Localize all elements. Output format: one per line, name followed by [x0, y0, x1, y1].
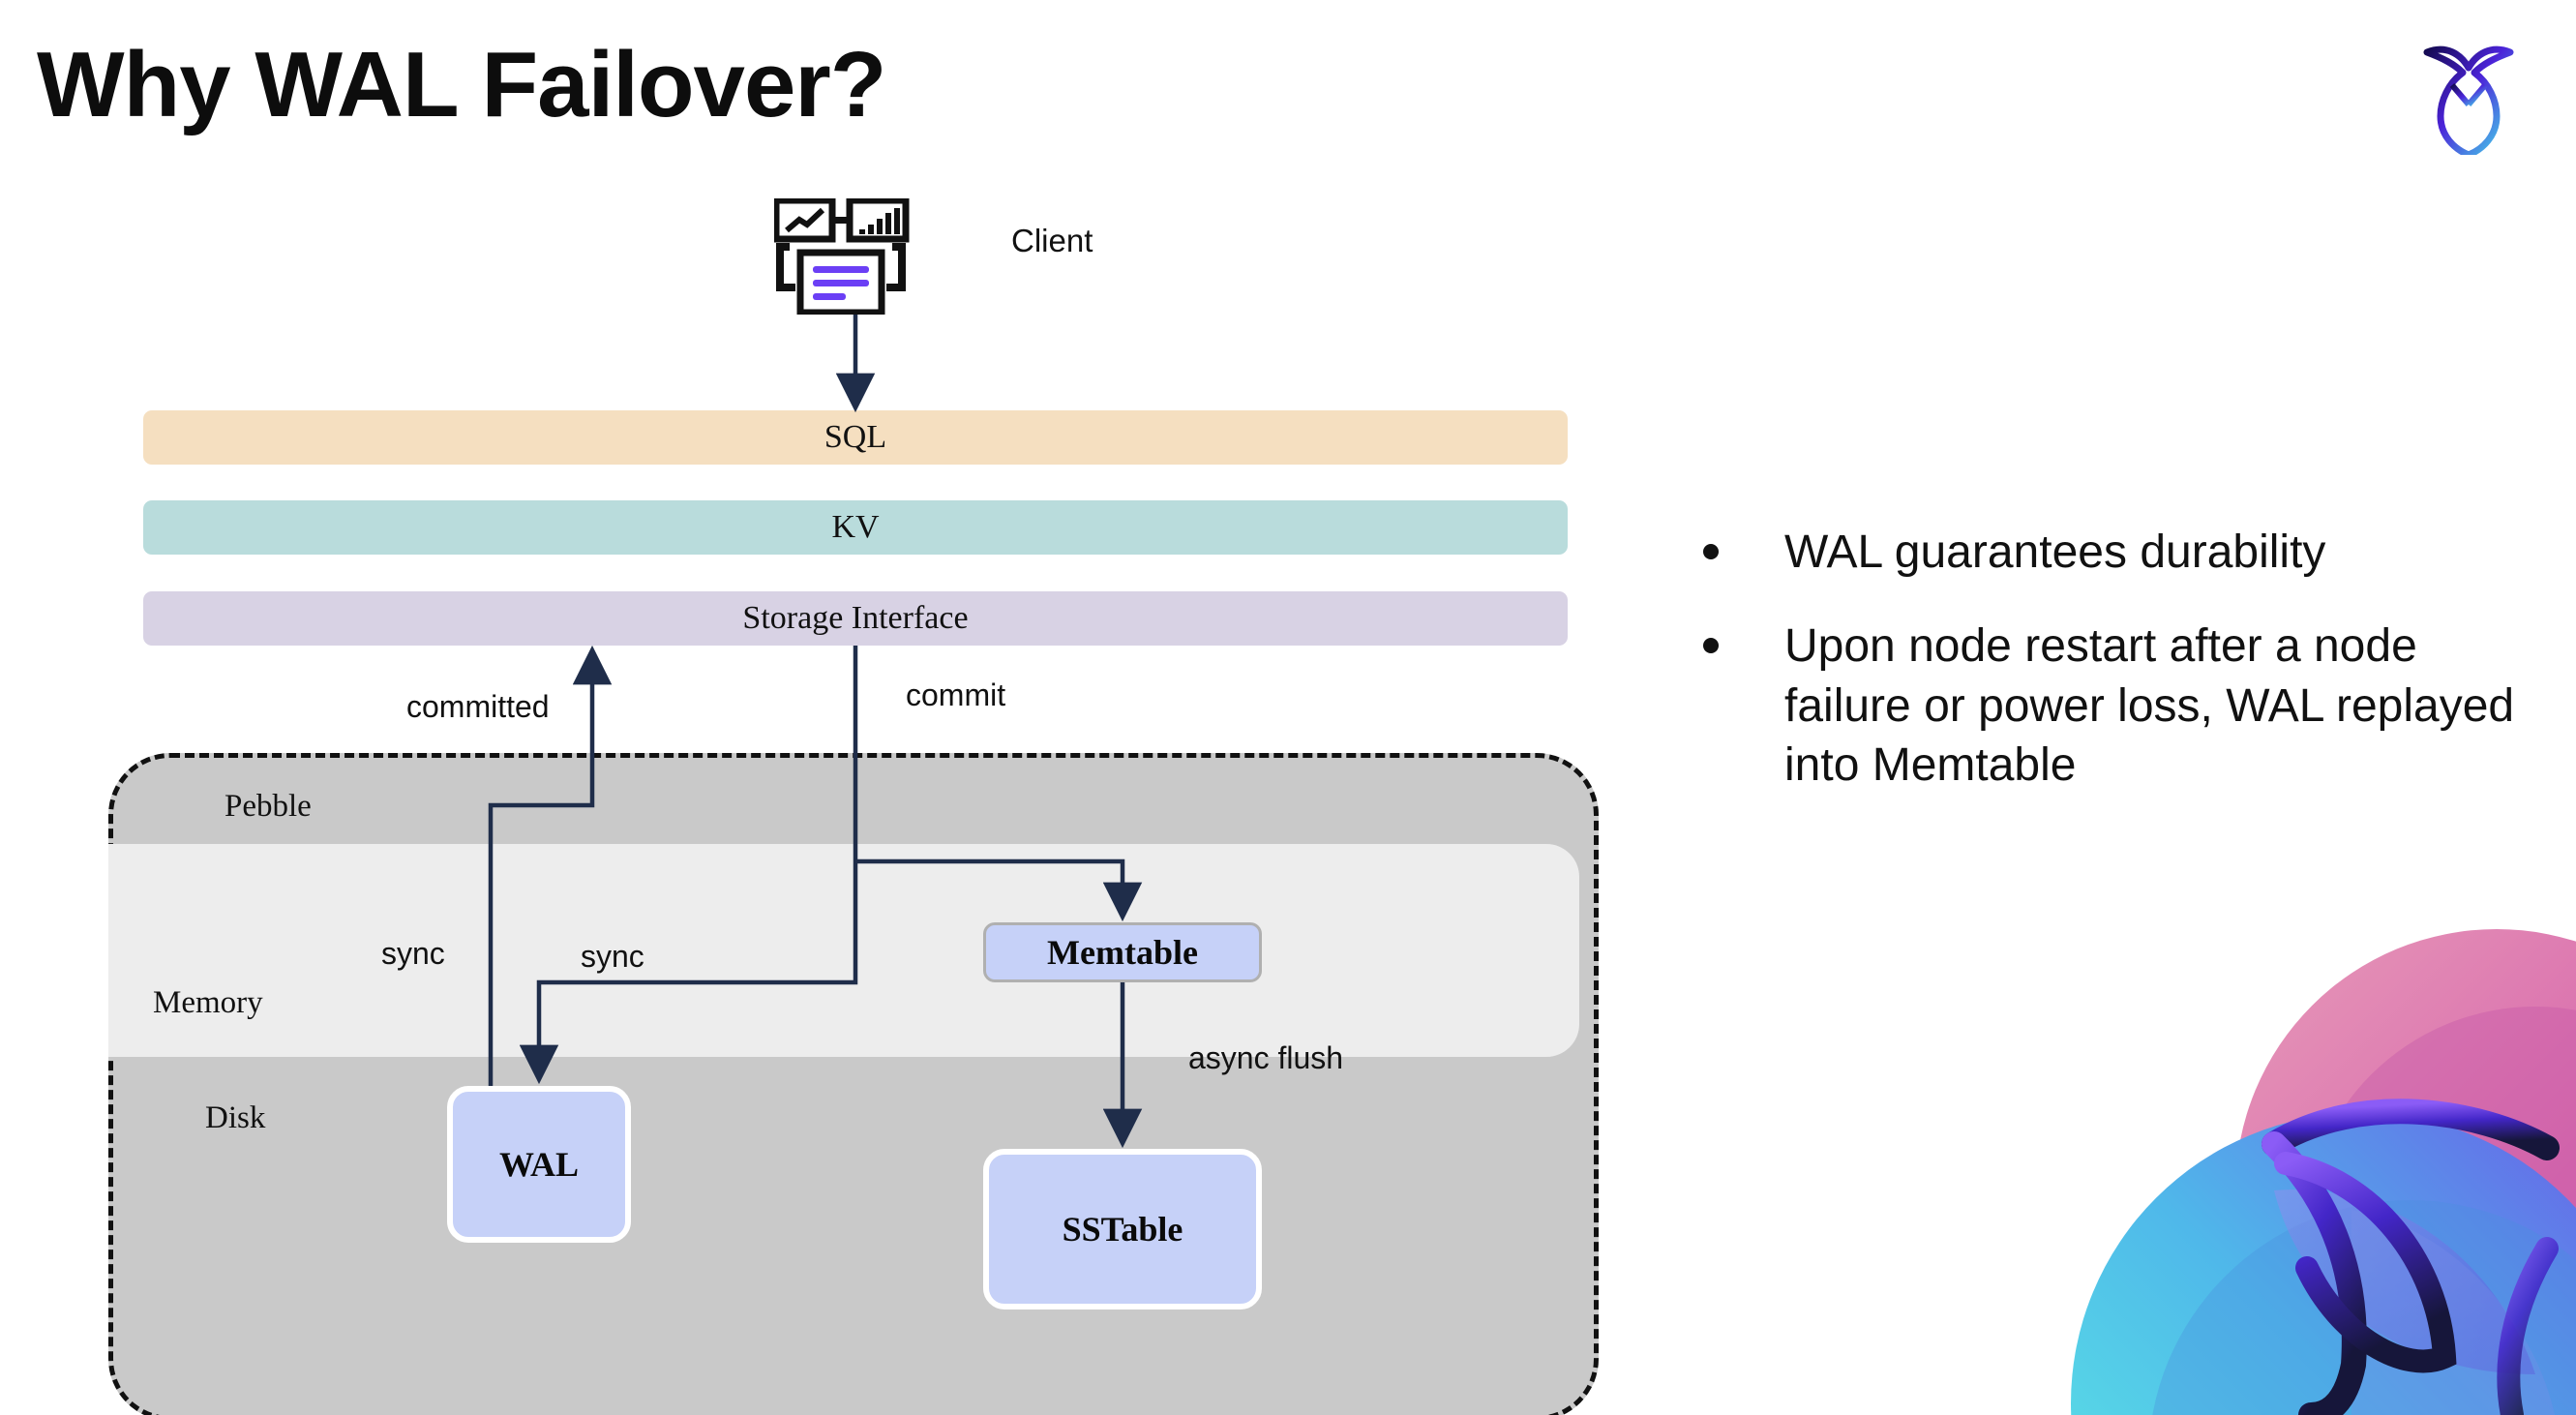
decorative-corner-graphic — [2071, 929, 2576, 1415]
layer-bar-storage-interface: Storage Interface — [143, 591, 1568, 646]
cockroachdb-logo-icon — [2423, 45, 2514, 155]
client-dashboard-icon — [774, 198, 910, 315]
bullet-list: WAL guarantees durability Upon node rest… — [1703, 523, 2516, 830]
layer-bar-kv: KV — [143, 500, 1568, 555]
pebble-label: Pebble — [225, 789, 312, 824]
layer-bar-storage-interface-label: Storage Interface — [742, 600, 969, 636]
edge-label-async-flush: async flush — [1188, 1040, 1344, 1075]
bullet-text: WAL guarantees durability — [1784, 527, 2326, 578]
node-sstable-label: SSTable — [1062, 1210, 1183, 1249]
layer-bar-sql: SQL — [143, 410, 1568, 465]
bullet-dot-icon — [1703, 638, 1719, 654]
bullet-item: Upon node restart after a node failure o… — [1703, 617, 2516, 795]
edge-label-sync-wal: sync — [381, 936, 445, 971]
disk-label: Disk — [205, 1100, 266, 1135]
node-memtable-label: Memtable — [1047, 933, 1198, 972]
bullet-text: Upon node restart after a node failure o… — [1784, 620, 2515, 792]
layer-bar-sql-label: SQL — [824, 419, 887, 455]
memory-label: Memory — [153, 985, 263, 1020]
client-label: Client — [1011, 223, 1093, 258]
node-wal: WAL — [447, 1086, 631, 1243]
node-memtable: Memtable — [983, 922, 1262, 982]
node-wal-label: WAL — [498, 1145, 580, 1184]
layer-bar-kv-label: KV — [831, 509, 880, 545]
page-title: Why WAL Failover? — [37, 33, 886, 136]
node-sstable: SSTable — [983, 1149, 1262, 1310]
edge-label-commit: commit — [906, 677, 1006, 712]
edge-label-committed: committed — [406, 689, 550, 724]
bullet-dot-icon — [1703, 544, 1719, 559]
memory-region — [108, 844, 1579, 1057]
bullet-item: WAL guarantees durability — [1703, 523, 2516, 582]
edge-label-sync-commit: sync — [581, 939, 644, 974]
